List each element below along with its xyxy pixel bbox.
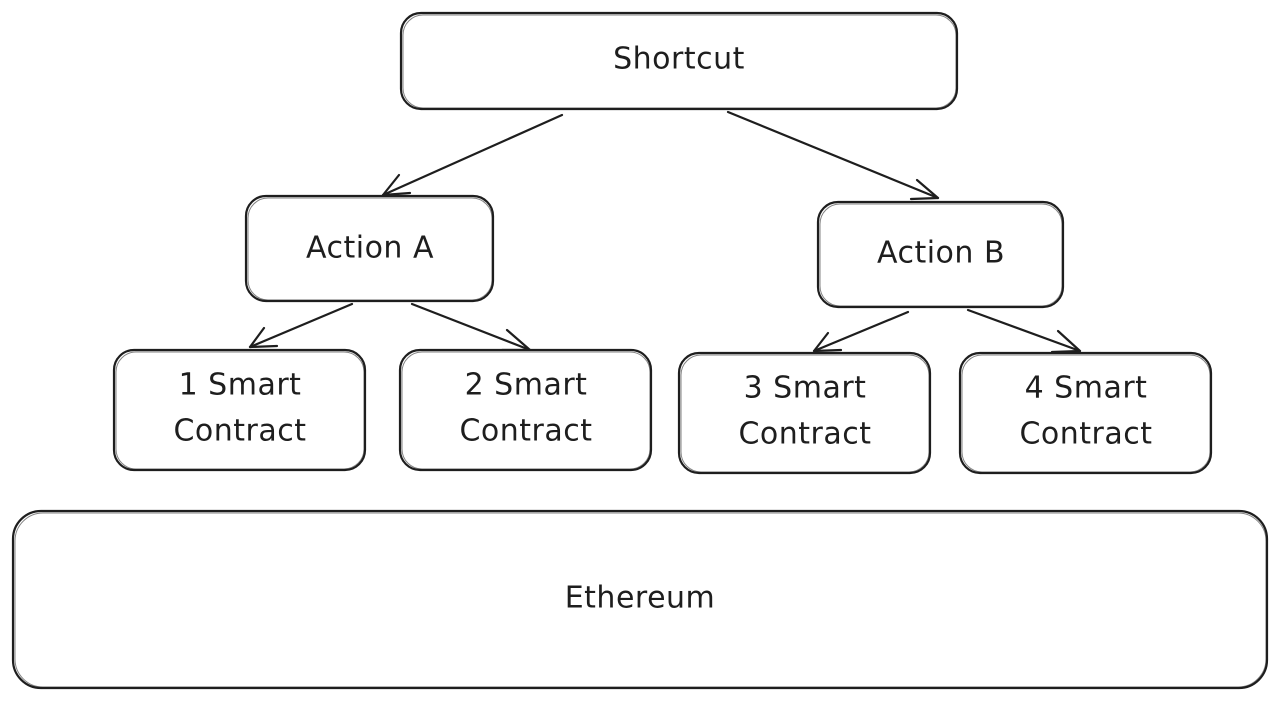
- smart-contract-1-line2: Contract: [173, 414, 306, 449]
- smart-contract-1-node: 1 Smart Contract: [112, 348, 367, 472]
- smart-contract-4-line1: 4 Smart: [1025, 371, 1148, 406]
- smart-contract-2-line2: Contract: [459, 414, 592, 449]
- smart-contract-3-node: 3 Smart Contract: [677, 351, 932, 475]
- action-b-node: Action B: [816, 200, 1065, 309]
- action-a-node: Action A: [244, 194, 495, 303]
- edge-action-b-to-contract-4: [966, 308, 1082, 354]
- smart-contract-3-line2: Contract: [738, 417, 871, 452]
- smart-contract-4-line2: Contract: [1019, 417, 1152, 452]
- ethereum-label: Ethereum: [565, 581, 716, 616]
- shortcut-label: Shortcut: [613, 42, 745, 77]
- edge-action-b-to-contract-3: [812, 310, 910, 353]
- edge-shortcut-to-action-b: [726, 110, 940, 201]
- action-a-label: Action A: [306, 231, 434, 266]
- smart-contract-2-node: 2 Smart Contract: [398, 348, 653, 472]
- shortcut-node: Shortcut: [399, 11, 959, 111]
- edges: [248, 110, 1082, 354]
- ethereum-node: Ethereum: [11, 509, 1269, 690]
- smart-contract-2-line1: 2 Smart: [465, 368, 588, 403]
- smart-contract-4-node: 4 Smart Contract: [958, 351, 1213, 475]
- smart-contract-3-line1: 3 Smart: [744, 371, 867, 406]
- edge-action-a-to-contract-1: [248, 302, 354, 349]
- edge-action-a-to-contract-2: [410, 302, 532, 352]
- edge-shortcut-to-action-a: [381, 113, 564, 197]
- smart-contract-1-line1: 1 Smart: [179, 368, 302, 403]
- action-b-label: Action B: [877, 236, 1005, 271]
